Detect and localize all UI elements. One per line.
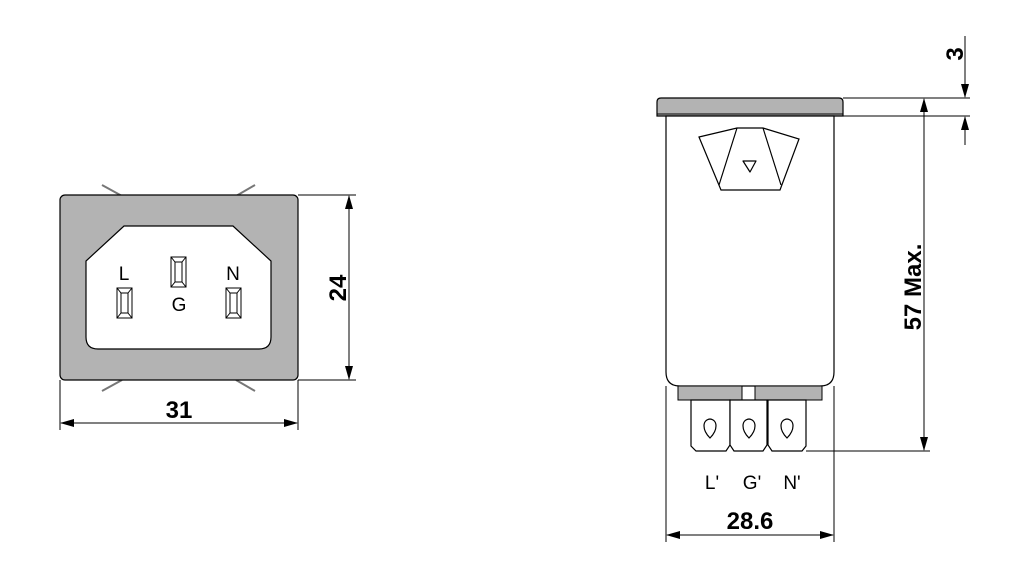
pin-ground — [170, 256, 187, 288]
terminal-line — [690, 399, 731, 452]
terminal-label-l: L' — [705, 473, 719, 494]
body — [665, 115, 835, 387]
dimension-width-31 — [59, 380, 299, 430]
indicator-triangle-icon — [742, 160, 757, 173]
front-view: L G N 24 31 — [59, 184, 356, 430]
pin-label-g: G — [172, 295, 187, 316]
pin-label-l: L — [119, 264, 130, 285]
dimension-label-3: 3 — [942, 47, 969, 60]
dimension-height-57 — [806, 97, 970, 452]
terminal-label-g: G' — [743, 473, 761, 494]
dimension-label-24: 24 — [325, 274, 352, 301]
dimension-label-31: 31 — [166, 397, 193, 424]
dimension-width-28-6 — [665, 386, 835, 542]
terminal-label-n: N' — [783, 473, 800, 494]
pin-label-n: N — [226, 264, 240, 285]
dimension-height-24 — [298, 194, 356, 381]
side-view: L' G' N' 57 Max. 3 28.6 — [656, 36, 970, 542]
flange — [656, 97, 844, 117]
pin-neutral — [225, 287, 242, 319]
terminal-bar-right — [754, 385, 823, 401]
pin-line — [116, 287, 133, 319]
terminal-bar-left — [677, 385, 743, 401]
terminal-neutral — [767, 399, 807, 452]
latch-clips — [101, 184, 256, 392]
terminal-ground — [729, 399, 768, 452]
dimension-label-28-6: 28.6 — [727, 508, 774, 535]
rocker-switch — [698, 127, 800, 191]
dimension-label-57-max: 57 Max. — [900, 244, 927, 331]
